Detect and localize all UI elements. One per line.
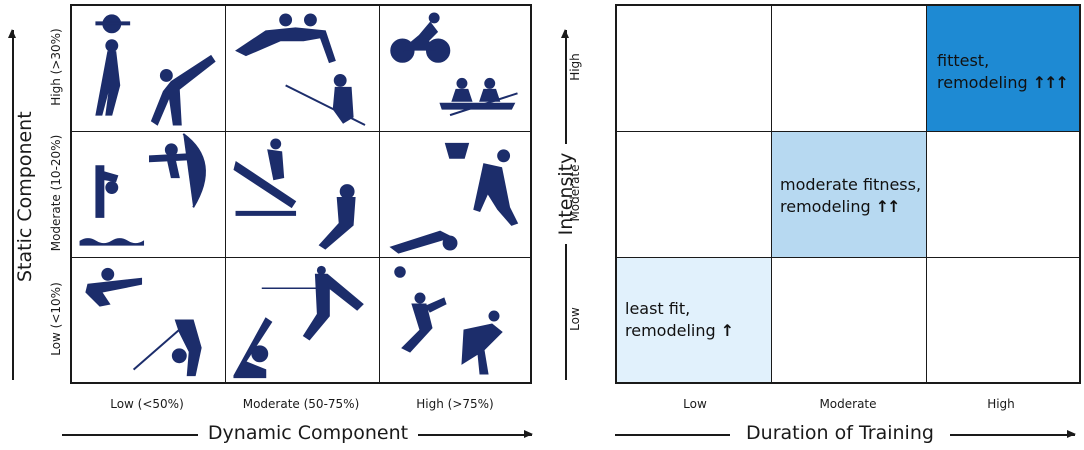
cell-moderate-static-moderate-dynamic	[226, 132, 380, 258]
cell-low-static-high-dynamic	[380, 258, 530, 382]
boxing-icon	[318, 184, 356, 250]
col-label-low: Low (<50%)	[110, 397, 184, 411]
arrow-up-icon: ↑↑	[875, 197, 901, 216]
cell-low-low: least fit, remodeling ↑	[617, 258, 772, 382]
cell-high-high: fittest, remodeling ↑↑↑	[927, 6, 1079, 132]
fittest-label: fittest, remodeling ↑↑↑	[937, 51, 1069, 92]
cell-low-high	[927, 258, 1079, 382]
shooting-icon	[85, 267, 143, 307]
col-label-high: High (>75%)	[416, 397, 494, 411]
dynamic-component-title: Dynamic Component	[198, 420, 418, 446]
badminton-icon	[394, 266, 447, 353]
intensity-label-low: Low	[568, 307, 582, 331]
cell-moderate-low	[617, 132, 772, 258]
row-label-moderate: Moderate (10-20%)	[49, 134, 63, 252]
row-label-high: High (>30%)	[49, 28, 63, 106]
sports-classification-grid	[70, 4, 532, 384]
static-axis-arrow	[9, 29, 15, 380]
swimming-icon	[389, 230, 458, 254]
weightlifting-icon	[95, 14, 131, 116]
cell-moderate-static-low-dynamic	[72, 132, 226, 258]
fencing-icon	[261, 265, 364, 341]
duration-label-high: High	[987, 397, 1015, 411]
static-component-title: Static Component	[14, 111, 36, 282]
arrow-up-icon: ↑↑↑	[1032, 73, 1069, 92]
cell-low-moderate	[772, 258, 927, 382]
cell-high-static-low-dynamic	[72, 6, 226, 132]
cell-low-static-moderate-dynamic	[226, 258, 380, 382]
cell-high-static-moderate-dynamic	[226, 6, 380, 132]
arrow-up-icon: ↑	[720, 321, 735, 340]
least-fit-label: least fit, remodeling ↑	[625, 299, 735, 340]
row-label-low: Low (<10%)	[49, 282, 63, 356]
running-icon	[461, 310, 503, 375]
karate-icon	[150, 54, 216, 126]
cell-high-moderate	[772, 6, 927, 132]
moderate-fitness-label: moderate fitness, remodeling ↑↑	[780, 175, 922, 216]
duration-label-low: Low	[683, 397, 707, 411]
cell-high-static-high-dynamic	[380, 6, 530, 132]
surfing-icon	[233, 138, 297, 216]
golf-icon	[132, 319, 202, 377]
wrestling-icon	[235, 13, 336, 64]
archery-icon	[148, 133, 206, 208]
cell-high-low	[617, 6, 772, 132]
diving-icon	[79, 165, 145, 246]
basketball-icon	[444, 142, 519, 226]
cell-low-static-low-dynamic	[72, 258, 226, 382]
cell-moderate-moderate: moderate fitness, remodeling ↑↑	[772, 132, 927, 258]
cycling-icon	[390, 12, 451, 63]
col-label-moderate: Moderate (50-75%)	[242, 397, 360, 411]
fitness-remodeling-grid: fittest, remodeling ↑↑↑ moderate fitness…	[615, 4, 1081, 384]
rowing-icon	[439, 77, 518, 117]
intensity-label-moderate: Moderate	[568, 164, 582, 222]
duration-label-moderate: Moderate	[819, 397, 877, 411]
intensity-label-high: High	[568, 53, 582, 81]
cell-moderate-high	[927, 132, 1079, 258]
cell-moderate-static-high-dynamic	[380, 132, 530, 258]
baseball-icon	[233, 317, 273, 379]
windsurfing-icon	[285, 73, 366, 126]
duration-of-training-title: Duration of Training	[730, 420, 950, 446]
